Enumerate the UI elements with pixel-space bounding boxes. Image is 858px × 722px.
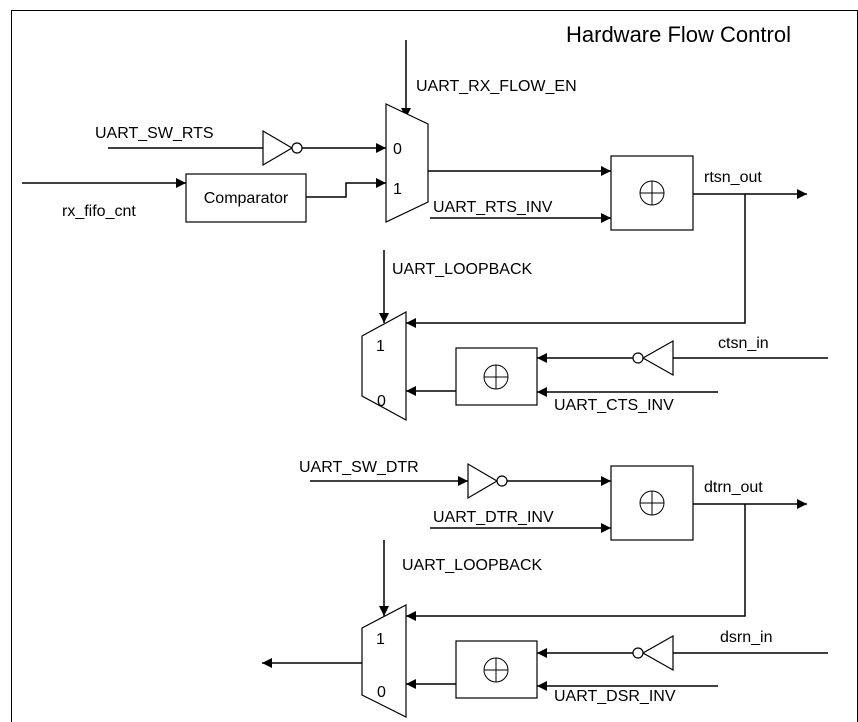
sw-dtr-inverter-bubble: [496, 475, 508, 487]
comparator-to-mux-wire: [306, 178, 386, 198]
uart-dsr-inv-label: UART_DSR_INV: [554, 688, 676, 705]
dsr-loopback-mux: [361, 604, 407, 718]
dsrn-in-label: dsrn_in: [720, 629, 772, 646]
dsr-mux-input-1: 1: [376, 631, 385, 648]
sw-dtr-inverter: [467, 462, 499, 500]
diagram-title: Hardware Flow Control: [566, 22, 791, 47]
cts-mux-input-1: 1: [376, 338, 385, 355]
cts-mux-input-0: 0: [377, 393, 386, 410]
rts-mux-input-1: 1: [393, 181, 402, 198]
dsr-mux-input-0: 0: [377, 684, 386, 701]
sw-rts-inverter-bubble: [291, 142, 303, 154]
dtrn-out-label: dtrn_out: [704, 479, 763, 496]
uart-rx-flow-en-label: UART_RX_FLOW_EN: [416, 78, 577, 95]
rx-fifo-cnt-label: rx_fifo_cnt: [62, 203, 136, 220]
uart-loopback-2-label: UART_LOOPBACK: [402, 557, 543, 574]
uart-rts-inv-label: UART_RTS_INV: [433, 199, 553, 216]
dtr-loopback-wire: [406, 504, 746, 621]
comparator-label: Comparator: [204, 190, 289, 207]
rts-mux-input-0: 0: [393, 141, 402, 158]
uart-sw-dtr-label: UART_SW_DTR: [299, 459, 419, 476]
rtsn-out-label: rtsn_out: [704, 169, 762, 186]
comparator-block: [185, 173, 307, 223]
uart-cts-inv-label: UART_CTS_INV: [554, 397, 674, 414]
uart-sw-rts-label: UART_SW_RTS: [95, 125, 214, 142]
rts-loopback-wire: [406, 194, 746, 328]
uart-loopback-1-label: UART_LOOPBACK: [392, 261, 533, 278]
uart-dtr-inv-label: UART_DTR_INV: [433, 509, 554, 526]
cts-loopback-mux: [361, 310, 407, 422]
ctsn-inverter: [641, 339, 674, 377]
ctsn-inverter-bubble: [632, 352, 644, 364]
rts-select-mux: [385, 103, 429, 223]
sw-rts-inverter: [262, 129, 294, 167]
dsrn-inverter: [641, 634, 674, 672]
ctsn-in-label: ctsn_in: [718, 335, 769, 352]
dsrn-inverter-bubble: [632, 647, 644, 659]
